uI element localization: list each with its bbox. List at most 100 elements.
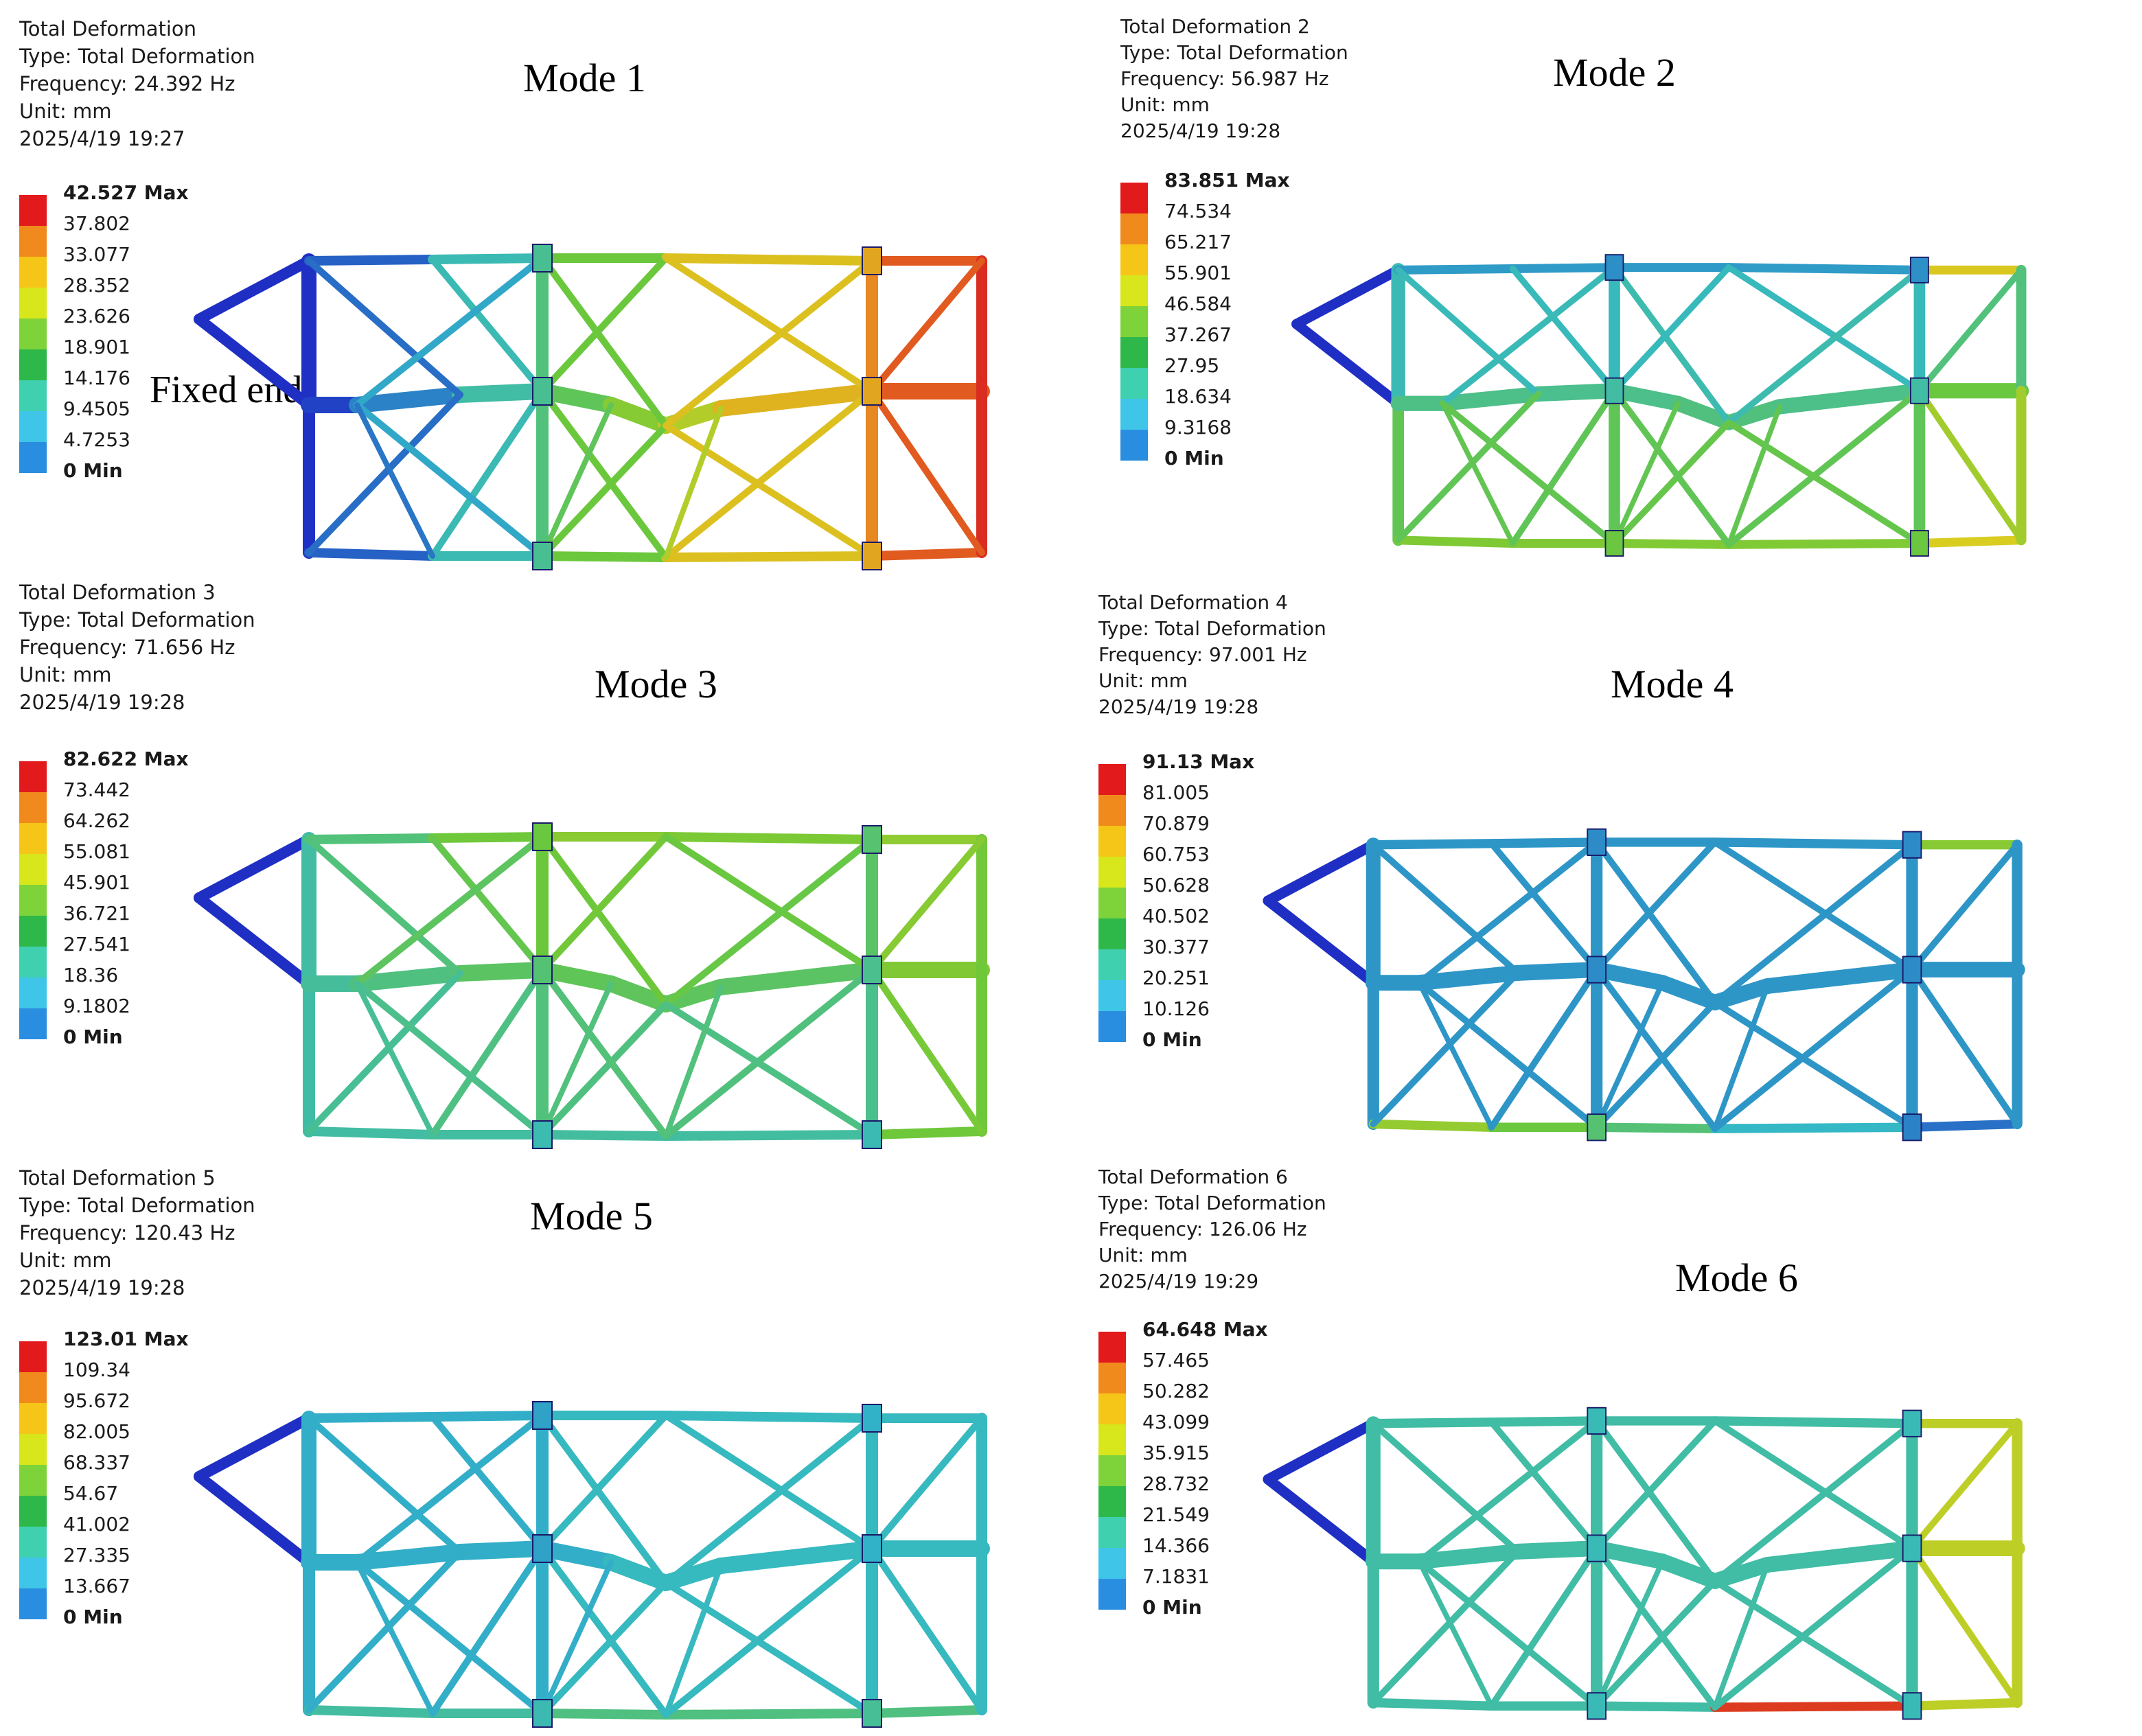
truss-member xyxy=(1710,1701,1917,1712)
truss-member xyxy=(1760,1540,1920,1573)
legend-value: 55.901 xyxy=(1164,262,1232,284)
result-unit: Unit: mm xyxy=(19,663,112,686)
legend-value: 55.081 xyxy=(63,840,130,863)
legend-swatch xyxy=(1098,1455,1126,1486)
legend-swatch xyxy=(1120,213,1148,244)
legend-swatch xyxy=(1098,1011,1126,1042)
truss-member xyxy=(304,548,437,561)
legend-value: 37.802 xyxy=(63,212,130,235)
truss-member xyxy=(1772,383,1928,415)
result-name: Total Deformation 3 xyxy=(19,581,216,604)
joint-connector xyxy=(1902,831,1922,859)
joint-connector xyxy=(862,1120,882,1149)
joint-connector xyxy=(1587,828,1607,857)
legend-value: 30.377 xyxy=(1142,936,1210,958)
truss-member xyxy=(663,1412,875,1552)
truss-member xyxy=(539,1545,669,1718)
truss-member xyxy=(1610,539,1734,549)
joint-connector xyxy=(1587,1113,1607,1142)
truss-member xyxy=(1416,839,1600,986)
result-type: Type: Total Deformation xyxy=(1098,617,1326,640)
truss-member xyxy=(428,1411,547,1422)
truss-member xyxy=(452,383,551,403)
legend-value: 42.527 Max xyxy=(63,181,189,204)
legend-value: 13.667 xyxy=(63,1575,130,1597)
truss-member xyxy=(349,386,468,413)
joint-connector xyxy=(1910,530,1929,557)
legend-value: 83.851 Max xyxy=(1164,169,1290,192)
truss-member xyxy=(1416,1558,1495,1709)
truss-member xyxy=(661,832,877,844)
truss-member xyxy=(1611,419,1732,547)
truss-member xyxy=(663,984,724,1139)
joint-connector xyxy=(1910,256,1929,283)
truss-member xyxy=(1725,419,1923,547)
legend-value: 10.126 xyxy=(1142,997,1210,1020)
result-info: Total Deformation 3 Type: Total Deformat… xyxy=(19,579,255,716)
result-name: Total Deformation 2 xyxy=(1120,15,1310,38)
legend-swatch xyxy=(19,288,47,319)
joint-connector xyxy=(1902,1692,1922,1720)
joint-connector xyxy=(862,1534,882,1563)
legend-swatch xyxy=(1098,1486,1126,1517)
truss-member xyxy=(1416,979,1600,1131)
truss-member xyxy=(1707,978,1775,1010)
joint-connector xyxy=(862,825,882,854)
legend-swatch xyxy=(1120,430,1148,461)
legend-value: 0 Min xyxy=(1142,1596,1202,1619)
truss-member xyxy=(1725,264,1923,394)
legend-value: 41.002 xyxy=(63,1513,130,1536)
legend-value: 43.099 xyxy=(1142,1411,1210,1433)
truss-member xyxy=(1726,404,1782,548)
mode-title: Mode 2 xyxy=(1553,50,1676,95)
truss-member xyxy=(1368,1698,1497,1711)
truss-member xyxy=(868,1545,985,1713)
legend-value: 70.879 xyxy=(1142,812,1210,835)
truss-member xyxy=(1488,966,1600,1131)
truss-member xyxy=(354,402,546,559)
truss-member xyxy=(1416,980,1495,1131)
truss-member xyxy=(1909,966,2020,1128)
truss-member xyxy=(1712,1420,1915,1585)
truss-member xyxy=(1370,969,1521,1128)
legend-value: 27.541 xyxy=(63,933,130,956)
result-type: Type: Total Deformation xyxy=(1120,41,1348,64)
truss-member xyxy=(1909,841,2020,973)
truss-member xyxy=(658,400,729,434)
result-type: Type: Total Deformation xyxy=(1098,1192,1326,1214)
truss-member xyxy=(539,833,669,1008)
legend-swatch xyxy=(19,761,47,792)
truss-member xyxy=(306,970,463,1135)
mode-6-panel: Total Deformation 6 Type: Total Deformat… xyxy=(1071,1157,2142,1736)
truss-member xyxy=(1611,387,1732,548)
legend-swatch xyxy=(1098,1548,1126,1579)
result-timestamp: 2025/4/19 19:27 xyxy=(19,127,185,150)
result-frequency: Frequency: 126.06 Hz xyxy=(1098,1218,1307,1240)
truss-member xyxy=(1712,839,1915,973)
truss-member xyxy=(538,1130,671,1141)
legend-value: 82.005 xyxy=(63,1420,130,1443)
result-frequency: Frequency: 71.656 Hz xyxy=(19,636,235,659)
truss-member xyxy=(539,255,669,429)
truss-frame-model xyxy=(194,244,990,570)
mode-title: Mode 3 xyxy=(595,662,717,706)
truss-member xyxy=(354,981,435,1137)
truss-member xyxy=(1710,837,1917,850)
legend-swatch xyxy=(1098,888,1126,918)
legend-value: 23.626 xyxy=(63,305,130,327)
truss-member xyxy=(1712,1544,1915,1711)
truss-member xyxy=(306,1415,463,1555)
truss-member xyxy=(603,397,674,434)
joint-connector xyxy=(1910,377,1929,404)
result-unit: Unit: mm xyxy=(19,1249,112,1272)
legend-value: 54.67 xyxy=(63,1482,119,1505)
truss-member xyxy=(428,832,547,843)
legend-swatch xyxy=(1120,306,1148,337)
result-timestamp: 2025/4/19 19:28 xyxy=(19,1276,185,1299)
joint-connector xyxy=(862,542,882,570)
truss-member xyxy=(1611,401,1681,546)
truss-member xyxy=(1707,1557,1775,1589)
legend-value: 0 Min xyxy=(63,1606,123,1628)
legend-value: 33.077 xyxy=(63,243,130,266)
joint-connector xyxy=(1604,530,1624,557)
